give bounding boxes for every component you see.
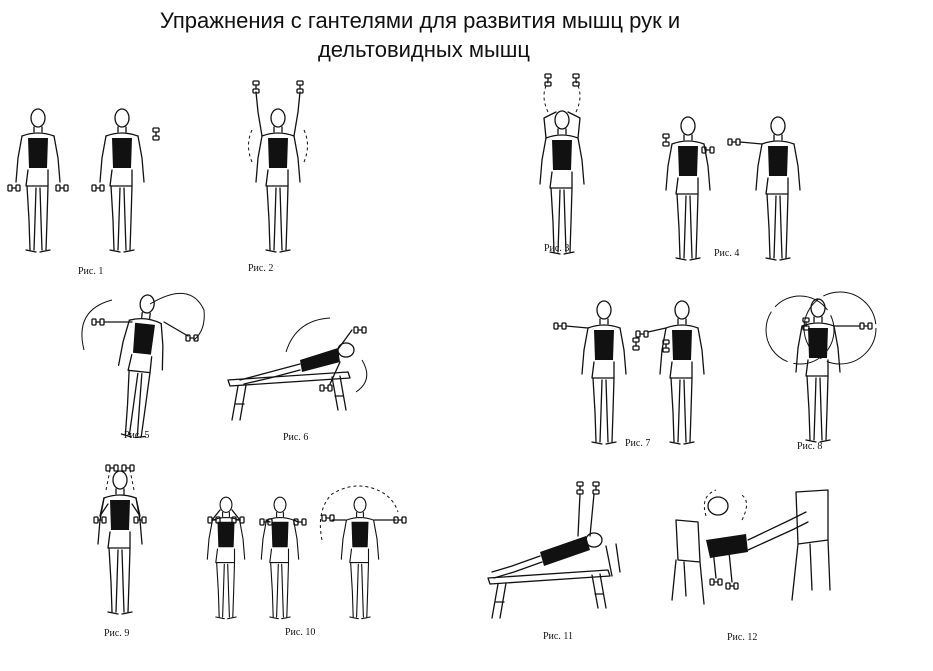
figure-10 — [206, 485, 407, 620]
caption-fig-10: Рис. 10 — [285, 627, 316, 638]
figure-8 — [765, 291, 877, 443]
figure-2 — [248, 80, 308, 253]
caption-fig-6: Рис. 6 — [283, 432, 309, 443]
figure-7 — [553, 300, 705, 445]
figure-1 — [7, 108, 160, 253]
title-line-2: дельтовидных мышц — [317, 37, 531, 62]
caption-fig-12: Рис. 12 — [727, 632, 758, 643]
figure-11 — [487, 481, 621, 619]
caption-fig-7: Рис. 7 — [625, 438, 651, 449]
title-line-1: Упражнения с гантелями для развития мышц… — [159, 8, 681, 33]
figure-4 — [662, 116, 801, 261]
figure-3 — [539, 73, 585, 255]
caption-fig-4: Рис. 4 — [714, 248, 740, 259]
caption-fig-2: Рис. 2 — [248, 263, 274, 274]
caption-fig-1: Рис. 1 — [78, 266, 104, 277]
figure-6 — [227, 317, 368, 421]
caption-fig-3: Рис. 3 — [544, 243, 570, 254]
caption-fig-5: Рис. 5 — [124, 430, 150, 441]
caption-fig-11: Рис. 11 — [543, 631, 573, 642]
caption-fig-8: Рис. 8 — [797, 441, 823, 452]
caption-fig-9: Рис. 9 — [104, 628, 130, 639]
figure-12 — [671, 489, 831, 605]
figure-5 — [81, 292, 205, 441]
figure-9 — [93, 464, 147, 615]
